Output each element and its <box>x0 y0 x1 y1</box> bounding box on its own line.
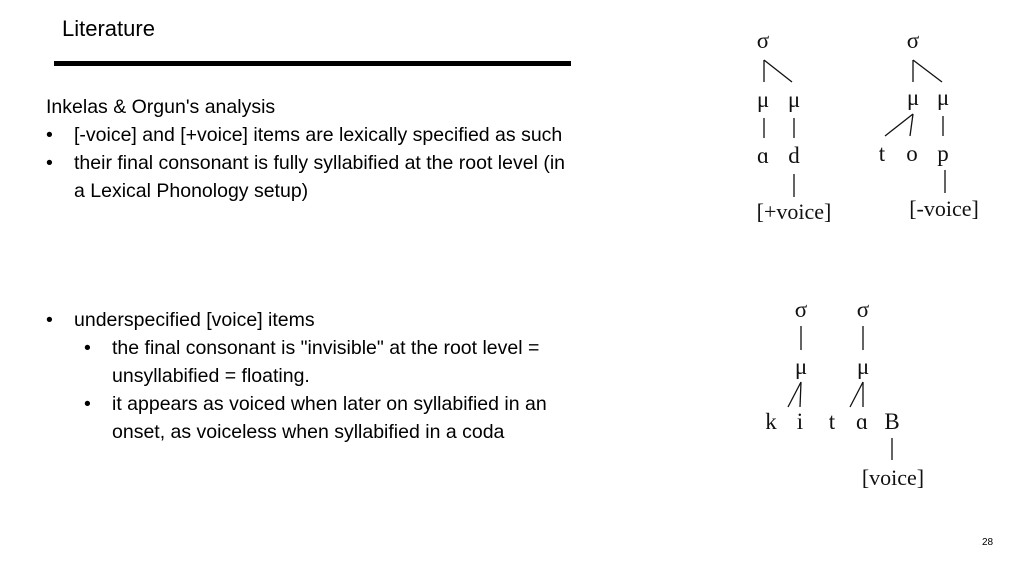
segment: t <box>829 409 836 434</box>
bullet-text: their final consonant is fully syllabifi… <box>74 152 566 174</box>
segment: k <box>765 409 777 434</box>
sub-bullet-continuation: unsyllabified = floating. <box>112 365 310 387</box>
bullet-text: the final consonant is "invisible" at th… <box>112 337 540 359</box>
bullet-marker: • <box>84 337 91 359</box>
segment: i <box>797 409 803 434</box>
segment: ɑ <box>856 409 868 434</box>
mora-node: μ <box>857 354 869 379</box>
title-underline <box>54 61 571 66</box>
sigma-node: σ <box>857 297 870 322</box>
sub-bullet-continuation: onset, as voiceless when syllabified in … <box>112 421 505 443</box>
segment: B <box>884 409 899 434</box>
section-lexical-specification: Inkelas & Orgun's analysis • [-voice] an… <box>46 93 686 205</box>
bullet-marker: • <box>46 309 53 331</box>
sub-bullet-item: • the final consonant is "invisible" at … <box>46 334 686 362</box>
bullet-text: underspecified [voice] items <box>74 309 315 331</box>
sub-bullet-item: • it appears as voiced when later on syl… <box>46 390 686 418</box>
segment: t <box>879 141 886 166</box>
bullet-item: • underspecified [voice] items <box>46 306 686 334</box>
feature-label: [+voice] <box>757 199 832 224</box>
section-heading: Inkelas & Orgun's analysis <box>46 96 276 118</box>
association-lines <box>763 59 946 460</box>
bullet-marker: • <box>84 393 91 415</box>
bullet-text: [-voice] and [+voice] items are lexicall… <box>74 124 563 146</box>
feature-label: [voice] <box>862 465 924 490</box>
feature-label: [-voice] <box>909 196 979 221</box>
mora-node: μ <box>757 87 769 112</box>
sigma-node: σ <box>907 28 920 53</box>
bullet-continuation: a Lexical Phonology setup) <box>74 180 309 202</box>
segment: p <box>937 141 949 166</box>
mora-node: μ <box>907 85 919 110</box>
bullet-marker: • <box>46 152 53 174</box>
mora-node: μ <box>788 87 800 112</box>
segment: ɑ <box>757 143 769 168</box>
page-number: 28 <box>982 537 994 548</box>
mora-node: μ <box>795 354 807 379</box>
sigma-node: σ <box>795 297 808 322</box>
bullet-marker: • <box>46 124 53 146</box>
section-underspecified: • underspecified [voice] items • the fin… <box>46 306 686 446</box>
mora-node: μ <box>937 85 949 110</box>
bullet-item: • their final consonant is fully syllabi… <box>46 149 686 177</box>
sigma-node: σ <box>757 28 770 53</box>
segment: o <box>906 141 918 166</box>
bullet-item: • [-voice] and [+voice] items are lexica… <box>46 121 686 149</box>
bullet-text: it appears as voiced when later on sylla… <box>112 393 547 415</box>
slide-title: Literature <box>62 16 155 41</box>
segment: d <box>788 143 800 168</box>
